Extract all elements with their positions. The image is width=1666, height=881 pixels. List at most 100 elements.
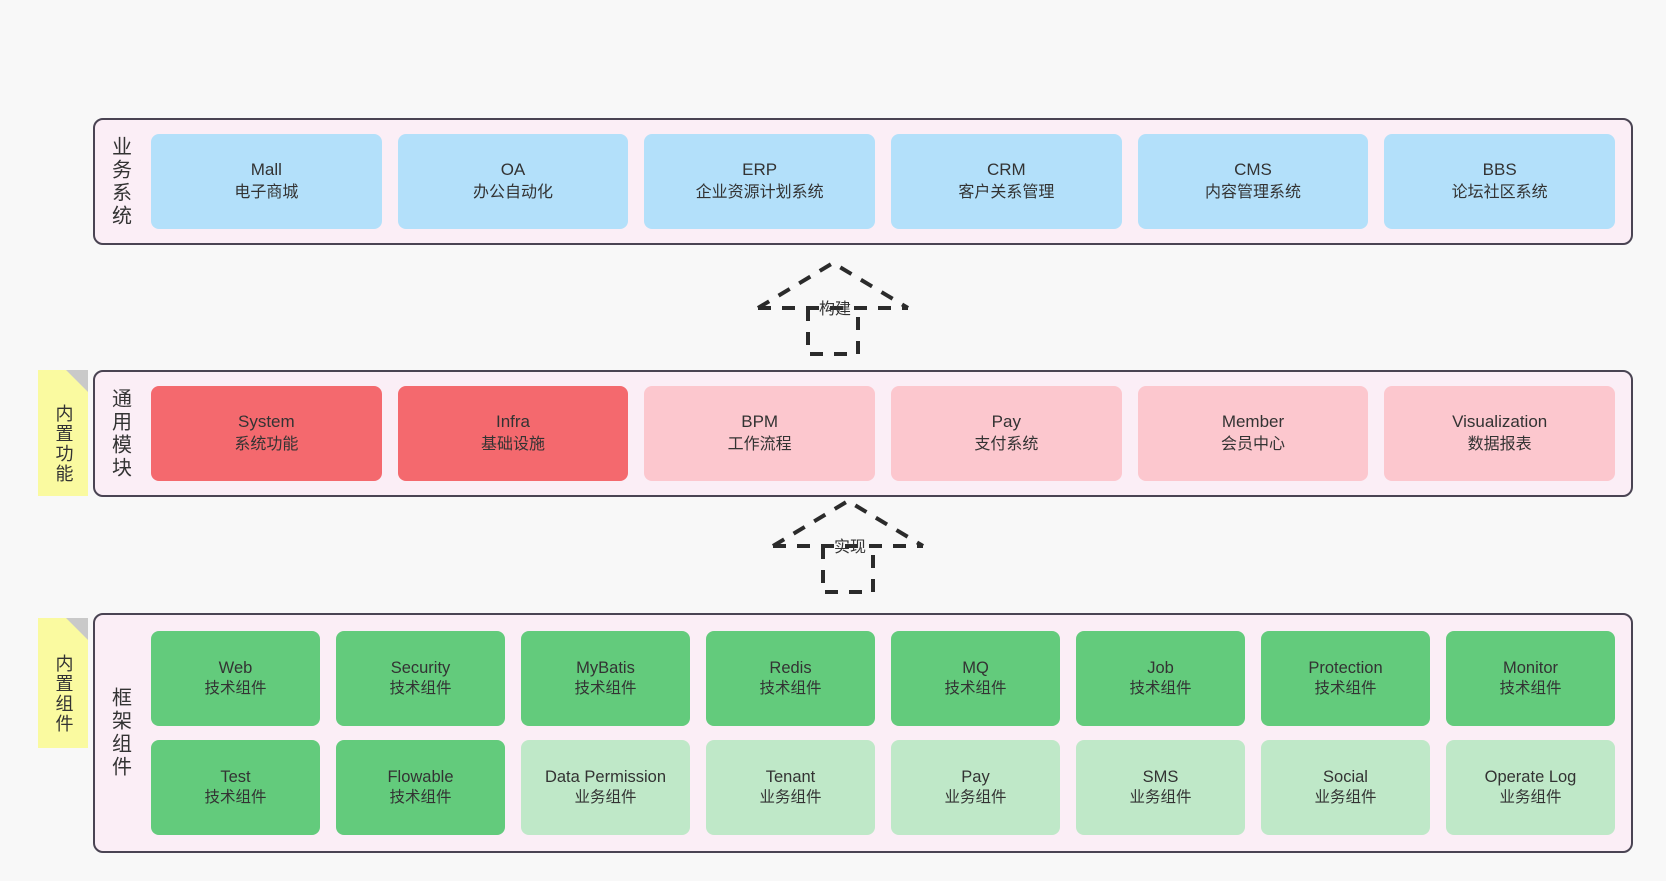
- layer-panel-common-modules: 通用模块 System 系统功能 Infra 基础设施 BPM 工作流程 Pay…: [93, 370, 1633, 497]
- card-subtitle: 技术组件: [1314, 680, 1377, 698]
- card-subtitle: 业务组件: [759, 789, 822, 807]
- card-title: Pay: [991, 412, 1021, 432]
- card-cms[interactable]: CMS 内容管理系统: [1137, 134, 1369, 229]
- card-protection[interactable]: Protection 技术组件: [1261, 631, 1430, 726]
- card-title: OA: [500, 160, 526, 180]
- card-title: Monitor: [1502, 658, 1559, 677]
- card-title: Visualization: [1452, 412, 1548, 432]
- card-grid-business-system: Mall 电子商城 OA 办公自动化 ERP 企业资源计划系统 CRM 客户关系…: [143, 120, 1631, 243]
- card-title: Social: [1323, 767, 1368, 786]
- card-visualization[interactable]: Visualization 数据报表: [1384, 386, 1615, 481]
- card-subtitle: 基础设施: [480, 436, 545, 454]
- card-crm[interactable]: CRM 客户关系管理: [891, 134, 1122, 229]
- card-title: Redis: [769, 658, 812, 677]
- card-web[interactable]: Web 技术组件: [151, 631, 320, 726]
- layer-caption-business-system: 业务系统: [108, 135, 131, 228]
- connector-label-implement: 实现: [834, 539, 867, 556]
- card-subtitle: 技术组件: [204, 680, 267, 698]
- card-redis[interactable]: Redis 技术组件: [706, 631, 875, 726]
- sticky-note-builtin-function: 内置功能: [38, 370, 88, 496]
- card-subtitle: 工作流程: [727, 436, 792, 454]
- card-test[interactable]: Test 技术组件: [151, 740, 320, 835]
- card-title: MyBatis: [576, 658, 635, 677]
- card-subtitle: 会员中心: [1220, 436, 1285, 454]
- card-erp[interactable]: ERP 企业资源计划系统: [644, 134, 875, 229]
- card-subtitle: 电子商城: [234, 184, 299, 202]
- card-title: CMS: [1234, 160, 1272, 180]
- card-system[interactable]: System 系统功能: [151, 386, 382, 481]
- card-bpm[interactable]: BPM 工作流程: [644, 386, 875, 481]
- card-title: Job: [1147, 658, 1174, 677]
- card-subtitle: 技术组件: [759, 680, 822, 698]
- sticky-note-label: 内置组件: [53, 654, 74, 734]
- card-subtitle: 办公自动化: [472, 184, 553, 202]
- card-subtitle: 内容管理系统: [1204, 184, 1301, 202]
- sticky-note-builtin-component: 内置组件: [38, 618, 88, 748]
- dashed-generalization-icon: [771, 498, 925, 594]
- card-subtitle: 论坛社区系统: [1451, 184, 1548, 202]
- card-subtitle: 技术组件: [1129, 680, 1192, 698]
- card-subtitle: 客户关系管理: [958, 184, 1055, 202]
- layer-panel-business-system: 业务系统 Mall 电子商城 OA 办公自动化 ERP 企业资源计划系统 CRM…: [93, 118, 1633, 245]
- layer-caption-common-modules: 通用模块: [108, 387, 131, 480]
- card-grid-common-modules: System 系统功能 Infra 基础设施 BPM 工作流程 Pay 支付系统…: [143, 372, 1631, 495]
- card-pay-module[interactable]: Pay 支付系统: [891, 386, 1122, 481]
- card-title: CRM: [986, 160, 1026, 180]
- card-subtitle: 技术组件: [389, 789, 452, 807]
- card-mq[interactable]: MQ 技术组件: [891, 631, 1060, 726]
- card-title: Web: [218, 658, 253, 677]
- card-subtitle: 技术组件: [1499, 680, 1562, 698]
- card-tenant[interactable]: Tenant 业务组件: [706, 740, 875, 835]
- card-social[interactable]: Social 业务组件: [1261, 740, 1430, 835]
- card-subtitle: 技术组件: [204, 789, 267, 807]
- card-sms[interactable]: SMS 业务组件: [1076, 740, 1245, 835]
- card-title: Test: [220, 767, 251, 786]
- connector-build: 构建: [753, 258, 913, 356]
- card-title: System: [237, 412, 295, 432]
- card-title: SMS: [1142, 767, 1179, 786]
- card-operate-log[interactable]: Operate Log 业务组件: [1446, 740, 1615, 835]
- card-monitor[interactable]: Monitor 技术组件: [1446, 631, 1615, 726]
- connector-implement: 实现: [768, 496, 928, 594]
- card-subtitle: 支付系统: [974, 436, 1039, 454]
- card-title: BPM: [741, 412, 779, 432]
- card-infra[interactable]: Infra 基础设施: [397, 386, 629, 481]
- card-title: Infra: [495, 412, 530, 432]
- card-subtitle: 数据报表: [1467, 436, 1532, 454]
- dashed-generalization-icon: [756, 260, 910, 356]
- card-title: MQ: [962, 658, 989, 677]
- card-subtitle: 业务组件: [944, 789, 1007, 807]
- card-mybatis[interactable]: MyBatis 技术组件: [521, 631, 690, 726]
- card-title: Mall: [250, 160, 282, 180]
- card-title: Flowable: [387, 767, 454, 786]
- card-subtitle: 技术组件: [389, 680, 452, 698]
- card-title: Protection: [1308, 658, 1383, 677]
- card-subtitle: 业务组件: [1129, 789, 1192, 807]
- card-member[interactable]: Member 会员中心: [1137, 386, 1369, 481]
- card-grid-framework-components: Web 技术组件 Security 技术组件 MyBatis 技术组件 Redi…: [143, 615, 1631, 851]
- card-bbs[interactable]: BBS 论坛社区系统: [1384, 134, 1615, 229]
- sticky-note-label: 内置功能: [53, 404, 74, 484]
- card-title: BBS: [1482, 160, 1517, 180]
- card-subtitle: 企业资源计划系统: [695, 184, 824, 202]
- card-oa[interactable]: OA 办公自动化: [397, 134, 629, 229]
- card-flowable[interactable]: Flowable 技术组件: [336, 740, 505, 835]
- card-mall[interactable]: Mall 电子商城: [151, 134, 382, 229]
- card-title: Operate Log: [1484, 767, 1577, 786]
- card-pay-component[interactable]: Pay 业务组件: [891, 740, 1060, 835]
- card-subtitle: 业务组件: [1314, 789, 1377, 807]
- card-security[interactable]: Security 技术组件: [336, 631, 505, 726]
- layer-panel-framework-components: 框架组件 Web 技术组件 Security 技术组件 MyBatis 技术组件…: [93, 613, 1633, 853]
- card-subtitle: 业务组件: [1499, 789, 1562, 807]
- card-job[interactable]: Job 技术组件: [1076, 631, 1245, 726]
- card-data-permission[interactable]: Data Permission 业务组件: [521, 740, 690, 835]
- card-subtitle: 技术组件: [574, 680, 637, 698]
- card-title: Pay: [961, 767, 990, 786]
- card-title: Data Permission: [544, 767, 667, 786]
- card-title: Member: [1221, 412, 1285, 432]
- layer-caption-framework-components: 框架组件: [108, 687, 131, 779]
- connector-label-build: 构建: [819, 301, 852, 318]
- card-subtitle: 技术组件: [944, 680, 1007, 698]
- card-subtitle: 业务组件: [574, 789, 637, 807]
- card-title: Security: [390, 658, 451, 677]
